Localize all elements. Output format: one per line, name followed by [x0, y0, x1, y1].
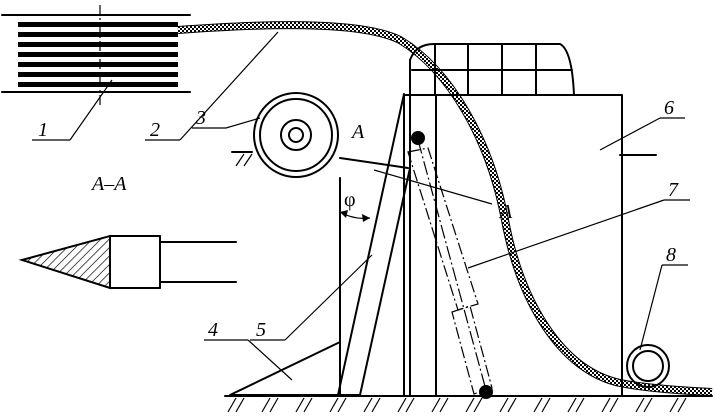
angle-indicator [339, 210, 371, 222]
section-view-cone [18, 234, 237, 290]
label-6: 6 [664, 97, 674, 119]
label-7: 7 [668, 179, 679, 201]
pulley-arm [339, 157, 409, 169]
section-view-title: A–A [90, 173, 127, 195]
inclined-strut [337, 93, 411, 396]
label-1: 1 [38, 119, 48, 141]
section-label-top: A [350, 121, 365, 143]
label-2: 2 [150, 119, 160, 141]
pulley [253, 92, 339, 178]
roller [626, 344, 670, 388]
label-3: 3 [195, 107, 206, 129]
label-4: 4 [208, 319, 218, 341]
plate-stack [1, 5, 191, 105]
ground [224, 395, 713, 413]
label-5: 5 [256, 319, 266, 341]
angle-label: φ [344, 189, 356, 211]
hydraulic-cylinder [407, 131, 493, 399]
upper-platform [231, 151, 657, 167]
cabin [403, 43, 623, 396]
wedge-base [229, 341, 341, 396]
label-8: 8 [666, 244, 676, 266]
section-label-mid: A [498, 201, 513, 223]
leader-lines [32, 31, 690, 381]
